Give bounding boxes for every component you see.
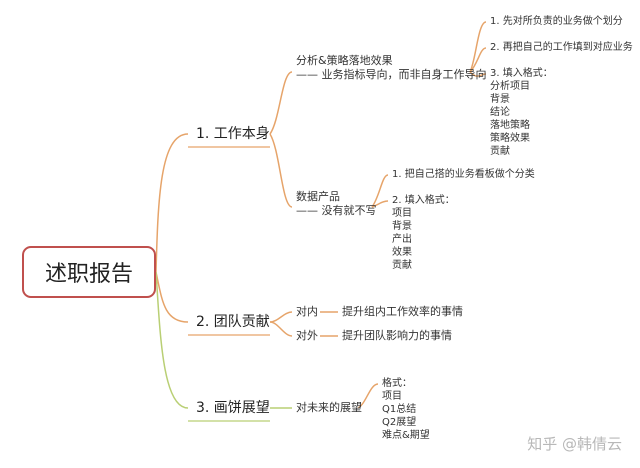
outlook-q1-summary: Q1总结 <box>382 404 417 415</box>
connector-dataproduct-item2 <box>371 200 389 208</box>
connector-strategy-item3 <box>469 71 487 77</box>
connector-branch1-dataproduct <box>269 133 293 208</box>
strategy-format-landing: 落地策略 <box>490 120 530 131</box>
green-connectors <box>155 271 292 409</box>
strategy-format-contribution: 贡献 <box>490 146 510 157</box>
dataproduct-format-effect: 效果 <box>392 247 412 258</box>
outlook-q2-outlook: Q2展望 <box>382 417 417 428</box>
dataproduct-subtitle: —— 没有就不写 <box>296 204 377 217</box>
root-label: 述职报告 <box>44 262 133 287</box>
connector-root-branch3 <box>155 271 189 409</box>
dataproduct-item-format: 2. 填入格式： <box>392 195 455 206</box>
connector-branch2-internal <box>269 311 293 323</box>
connector-root-branch2 <box>155 271 189 323</box>
connector-strategy-item2 <box>469 47 487 73</box>
dataproduct-title: 数据产品 <box>296 190 340 203</box>
outlook-format: 格式： <box>382 378 412 389</box>
internal-detail: 提升组内工作效率的事情 <box>342 305 463 318</box>
strategy-format-background: 背景 <box>490 94 510 105</box>
internal-title: 对内 <box>296 305 318 318</box>
outlook-title: 对未来的展望 <box>296 401 362 414</box>
strategy-title: 分析&策略落地效果 <box>296 54 393 67</box>
branch-outlook-label: 3. 画饼展望 <box>196 400 270 416</box>
strategy-item-format: 3. 填入格式： <box>490 68 553 79</box>
dataproduct-format-contribution: 贡献 <box>392 260 412 271</box>
strategy-format-effect: 策略效果 <box>490 133 530 144</box>
strategy-format-conclusion: 结论 <box>490 107 510 118</box>
strategy-item-divide: 1. 先对所负责的业务做个划分 <box>490 16 623 27</box>
branch-team-label: 2. 团队贡献 <box>196 314 270 330</box>
strategy-format-project: 分析项目 <box>490 81 530 92</box>
strategy-item-fill: 2. 再把自己的工作填到对应业务 <box>490 42 633 53</box>
strategy-subtitle: —— 业务指标导向，而非自身工作导向 <box>296 68 487 81</box>
branch-work-label: 1. 工作本身 <box>196 126 270 142</box>
dataproduct-format-output: 产出 <box>392 234 412 245</box>
underlines <box>188 146 270 422</box>
connector-branch2-external <box>269 321 293 337</box>
dataproduct-format-background: 背景 <box>392 221 412 232</box>
connector-strategy-item1 <box>469 21 487 73</box>
external-detail: 提升团队影响力的事情 <box>342 329 452 342</box>
connector-dataproduct-item1 <box>371 174 389 208</box>
external-title: 对外 <box>296 329 318 342</box>
orange-connectors <box>155 21 487 337</box>
connector-root-branch1 <box>155 133 189 273</box>
dataproduct-item-classify: 1. 把自己搭的业务看板做个分类 <box>392 169 535 180</box>
root-node: 述职报告 <box>22 246 156 298</box>
outlook-project: 项目 <box>382 391 402 402</box>
connector-branch1-strategy <box>269 71 293 135</box>
dataproduct-format-project: 项目 <box>392 208 412 219</box>
outlook-difficulty: 难点&期望 <box>382 430 430 441</box>
connector-outlook-format <box>357 383 379 409</box>
watermark: 知乎 @韩倩云 <box>527 435 622 453</box>
